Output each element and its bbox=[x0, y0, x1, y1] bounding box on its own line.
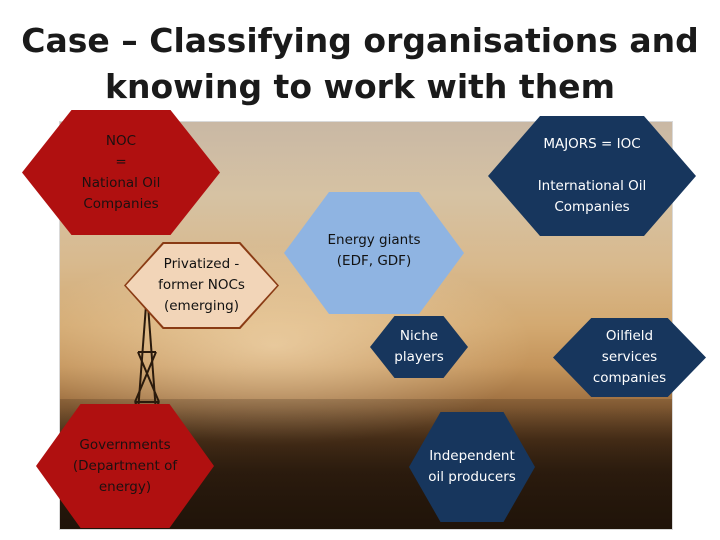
slide-title-line-1: Case – Classifying organisations and bbox=[21, 21, 699, 60]
hex-privatized-label: Privatized - former NOCs (emerging) bbox=[158, 256, 245, 314]
hex-majors-ioc: MAJORS = IOC International Oil Companies bbox=[488, 116, 696, 236]
hex-niche-players-label: Niche players bbox=[394, 328, 444, 365]
hex-independent-producers: Independent oil producers bbox=[409, 412, 535, 522]
hex-niche-players: Niche players bbox=[370, 316, 468, 378]
slide-title-line-2: knowing to work with them bbox=[105, 67, 615, 106]
slide-title: Case – Classifying organisations and kno… bbox=[0, 18, 720, 110]
hex-independent-producers-label: Independent oil producers bbox=[428, 448, 516, 485]
hex-oilfield-services-label: Oilfield services companies bbox=[592, 328, 667, 386]
hex-privatized: Privatized - former NOCs (emerging) bbox=[126, 244, 277, 327]
hex-energy-giants-label: Energy giants (EDF, GDF) bbox=[327, 232, 421, 269]
hex-majors-ioc-label: MAJORS = IOC International Oil Companies bbox=[537, 136, 647, 215]
hex-noc-label: NOC = National Oil Companies bbox=[81, 132, 161, 212]
hex-governments-label: Governments (Department of energy) bbox=[72, 436, 178, 495]
